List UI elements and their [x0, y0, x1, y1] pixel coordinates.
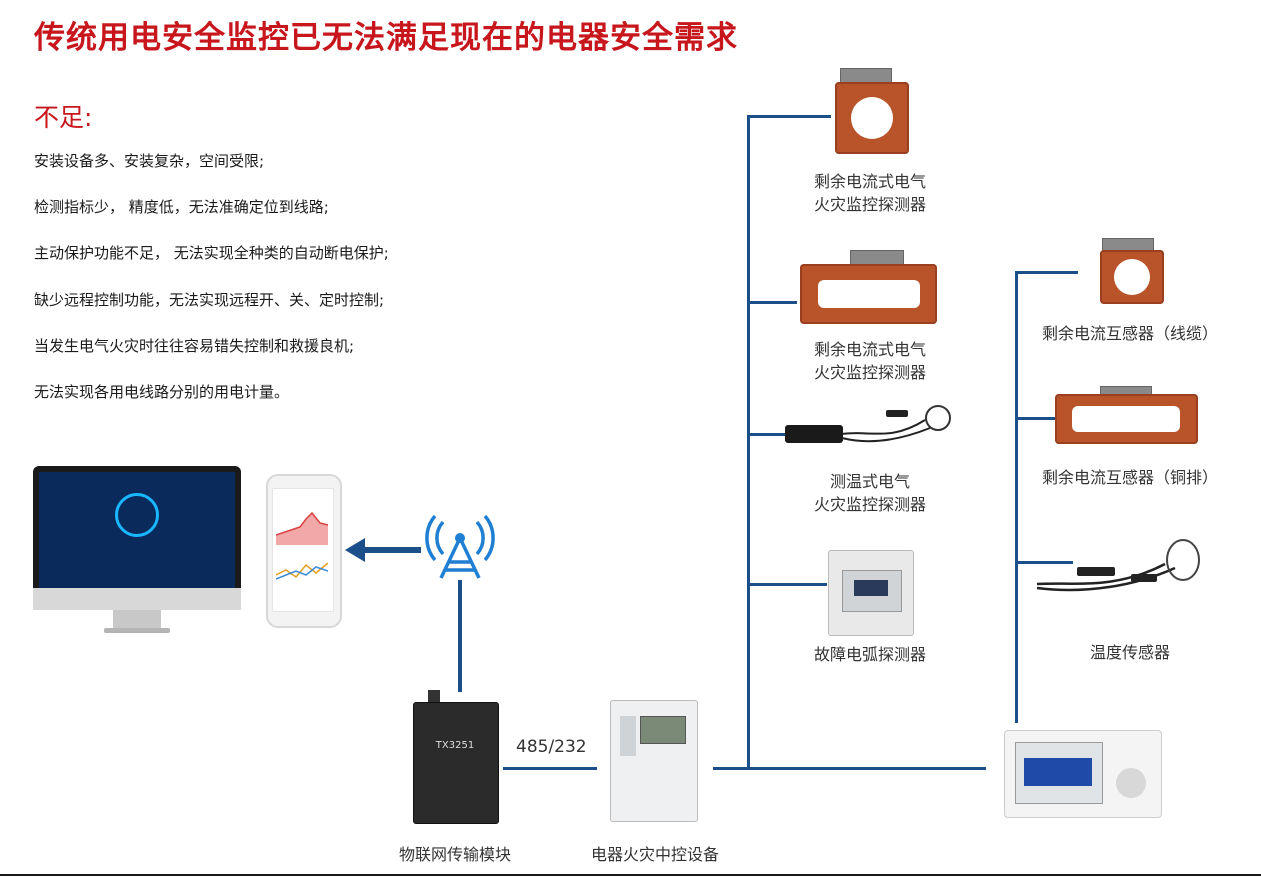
- device-label: 故障电弧探测器: [813, 645, 926, 664]
- branch-line: [1015, 561, 1073, 564]
- module-model-text: TX3251: [435, 740, 475, 751]
- device-label: 剩余电流式电气 火灾监控探测器: [813, 340, 926, 382]
- branch-line: [747, 583, 827, 586]
- branch-line: [747, 301, 797, 304]
- device-label: 剩余电流互感器（线缆）: [1041, 324, 1218, 343]
- device-label: 剩余电流互感器（铜排）: [1041, 468, 1218, 487]
- module-to-controller-line: [503, 767, 597, 770]
- device-label: 温度传感器: [1089, 643, 1170, 662]
- branch-line: [1015, 417, 1055, 420]
- branch-line: [1015, 271, 1078, 274]
- temperature-sensor-image: [1036, 539, 1200, 592]
- sensor-cable-icon: [841, 405, 951, 443]
- bottom-divider: [0, 874, 1261, 876]
- antenna-uplink-line: [458, 580, 462, 692]
- arrow-left-icon: [345, 538, 421, 562]
- issue-item: 安装设备多、安装复杂，空间受限;: [34, 152, 265, 170]
- wireless-antenna-icon: [425, 514, 495, 579]
- issue-item: 检测指标少， 精度低，无法准确定位到线路;: [34, 198, 329, 216]
- left-bus-line: [747, 115, 750, 769]
- iot-module-label: 物联网传输模块: [398, 845, 511, 864]
- controller-to-terminal-line: [713, 767, 986, 770]
- right-bus-line: [1015, 271, 1018, 723]
- issue-item: 主动保护功能不足， 无法实现全种类的自动断电保护;: [34, 244, 389, 262]
- protocol-label: 485/232: [516, 737, 587, 757]
- branch-line: [747, 433, 785, 436]
- issue-item: 当发生电气火灾时往往容易错失控制和救援良机;: [34, 337, 355, 355]
- deficiencies-heading: 不足:: [34, 103, 93, 132]
- issue-item: 无法实现各用电线路分别的用电计量。: [34, 383, 290, 401]
- controller-label: 电器火灾中控设备: [590, 845, 719, 864]
- branch-line: [747, 115, 831, 118]
- device-label: 测温式电气 火灾监控探测器: [813, 472, 926, 514]
- issue-item: 缺少远程控制功能，无法实现远程开、关、定时控制;: [34, 291, 385, 309]
- device-label: 剩余电流式电气 火灾监控探测器: [813, 172, 926, 214]
- page-title: 传统用电安全监控已无法满足现在的电器安全需求: [34, 20, 738, 56]
